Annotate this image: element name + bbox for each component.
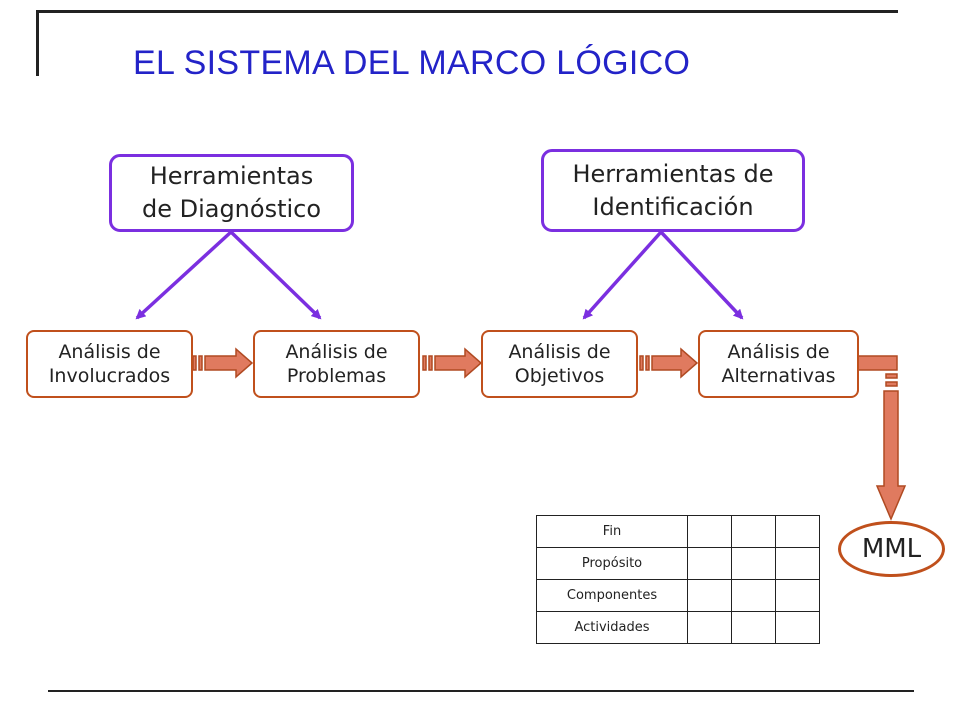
- diagnostic-arrows: [135, 230, 322, 320]
- problem-analysis-box: Análisis de Problemas: [253, 330, 420, 398]
- alternative-analysis-box: Análisis de Alternativas: [698, 330, 859, 398]
- objective-analysis-box: Análisis de Objetivos: [481, 330, 638, 398]
- logical-framework-matrix: Fin Propósito Componentes Actividades: [536, 515, 820, 644]
- row-label-fin: Fin: [536, 515, 688, 548]
- block-arrow-2: [422, 347, 483, 379]
- identification-arrows: [582, 230, 744, 320]
- frame-top-line: [36, 10, 898, 13]
- row-label-componentes: Componentes: [536, 579, 688, 612]
- table-row: Actividades: [536, 611, 820, 644]
- alternative-analysis-label: Análisis de Alternativas: [721, 341, 836, 387]
- identification-tools-label: Herramientas de Identificación: [572, 159, 774, 221]
- table-row: Componentes: [536, 579, 820, 612]
- block-arrow-to-mml: [857, 355, 907, 521]
- matrix-cell: [687, 579, 732, 612]
- mml-label: MML: [861, 534, 922, 564]
- frame-bottom-line: [48, 690, 914, 692]
- table-row: Propósito: [536, 547, 820, 580]
- block-arrow-1: [192, 347, 254, 379]
- block-arrow-3: [639, 347, 699, 379]
- problem-analysis-label: Análisis de Problemas: [285, 341, 388, 387]
- diagnostic-tools-label: Herramientas de Diagnóstico: [141, 162, 322, 223]
- row-label-proposito: Propósito: [536, 547, 688, 580]
- matrix-cell: [775, 611, 820, 644]
- matrix-cell: [687, 515, 732, 548]
- stakeholder-analysis-label: Análisis de Involucrados: [48, 341, 171, 387]
- row-label-actividades: Actividades: [536, 611, 688, 644]
- matrix-cell: [775, 547, 820, 580]
- diagnostic-tools-box: Herramientas de Diagnóstico: [109, 154, 354, 232]
- matrix-cell: [775, 579, 820, 612]
- frame-left-line: [36, 10, 39, 76]
- matrix-cell: [687, 547, 732, 580]
- table-row: Fin: [536, 515, 820, 548]
- stakeholder-analysis-box: Análisis de Involucrados: [26, 330, 193, 398]
- matrix-cell: [731, 579, 776, 612]
- matrix-cell: [731, 547, 776, 580]
- matrix-cell: [775, 515, 820, 548]
- matrix-cell: [687, 611, 732, 644]
- matrix-cell: [731, 611, 776, 644]
- identification-tools-box: Herramientas de Identificación: [541, 149, 805, 232]
- matrix-cell: [731, 515, 776, 548]
- objective-analysis-label: Análisis de Objetivos: [508, 341, 611, 387]
- slide-title: EL SISTEMA DEL MARCO LÓGICO: [133, 44, 691, 82]
- mml-ellipse: MML: [838, 521, 945, 577]
